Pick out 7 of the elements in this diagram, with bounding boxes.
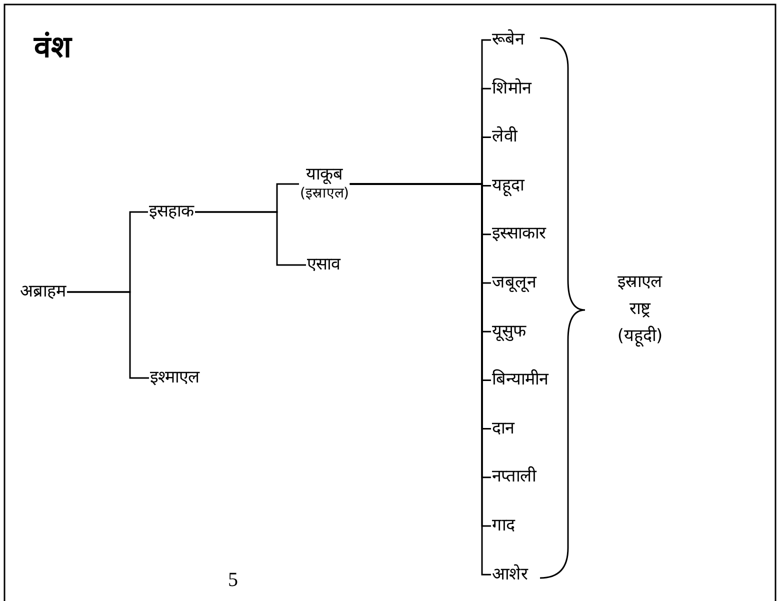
name-label: याकूब <box>304 164 344 186</box>
title: वंश <box>34 30 71 66</box>
group-label: इस्राएल राष्ट्र (यहूदी) <box>617 271 663 349</box>
tree-connector <box>67 291 149 379</box>
page-number: 5 <box>228 568 238 593</box>
alternate-name: (इस्राएल) <box>300 186 349 204</box>
tree-connector <box>195 211 306 266</box>
